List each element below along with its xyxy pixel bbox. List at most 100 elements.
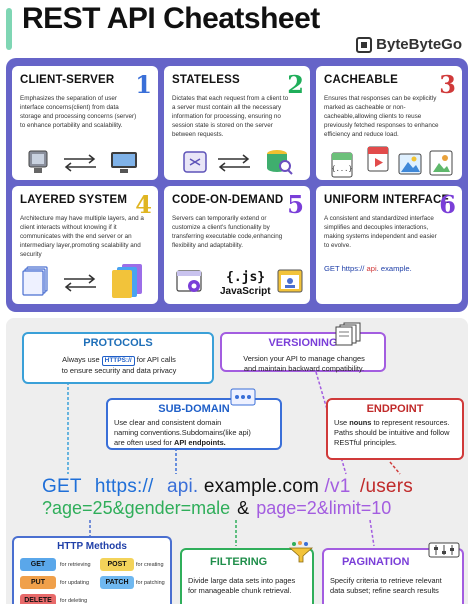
versioning-text: Version your API to manage changes and m… [228,354,380,374]
photo-icon [398,153,422,175]
card-number: 3 [439,70,456,99]
json-file-icon: {...} [331,152,353,178]
versioning-title: VERSIONING [268,337,338,349]
network-icon [230,388,256,406]
documents-icon [335,322,361,346]
card-title: CACHEABLE [324,74,398,86]
endpoint-line3: RESTful principles. [334,438,397,447]
exchange-arrows-icon [64,274,96,292]
method-get: GET [20,558,56,571]
subdomain-line3-pre: are often used for [114,438,172,447]
subdomain-title: SUB-DOMAIN [158,403,230,415]
card-text: A consistent and standardized interface … [324,215,437,249]
exchange-arrows-icon [64,154,96,172]
card-number: 5 [287,190,304,219]
url-path: /users [359,476,413,497]
card-stateless: STATELESS 2 Dictates that each request f… [164,66,310,180]
pagination-text: Specify criteria to retrieve relevant da… [330,576,462,596]
endpoint-line1-post: to represent resources. [373,418,450,427]
card-number: 6 [439,190,456,219]
card-client-server: CLIENT-SERVER 1 Emphasizes the separatio… [12,66,158,180]
card-text: Architecture may have multiple layers, a… [20,215,144,258]
endpoint-line1-bold: nouns [349,418,372,427]
endpoint-line1-pre: Use [334,418,348,427]
card-cacheable: CACHEABLE 3 Ensures that responses can b… [316,66,462,180]
card-number: 2 [287,70,304,99]
versioning-line2: and maintain backward compatibility. [243,364,365,373]
filtering-text: Divide large data sets into pages for ma… [188,576,312,596]
sliders-icon [428,542,460,558]
code-window-icon [176,270,202,292]
method-post: POST [100,558,134,571]
subdomain-line2: naming conventions.Subdomains(like api) [114,428,251,437]
card-text: Ensures that responses can be explicitly… [324,95,439,138]
card-text: Servers can temporarily extend or custom… [172,215,283,249]
layers-icon [22,266,48,296]
versioning-line1: Version your API to manage changes [243,354,365,363]
svg-text:{...}: {...} [331,165,352,173]
card-number: 1 [135,70,152,99]
title-accent-bar [6,8,12,50]
filtering-line1: Divide large data sets into pages [188,576,296,585]
desktop-icon [111,152,137,173]
uniform-example-api: api [366,264,377,273]
filtering-box: FILTERING Divide large data sets into pa… [180,548,314,604]
funnel-icon [288,541,314,563]
subdomain-box: SUB-DOMAIN Use clear and consistent doma… [106,398,282,450]
card-text: Emphasizes the separation of user interf… [20,95,137,129]
method-get-note: for retrieving [60,562,91,568]
endpoint-title: ENDPOINT [366,403,424,415]
card-title: CLIENT-SERVER [20,74,115,86]
card-layered-system: LAYERED SYSTEM 4 Architecture may have m… [12,186,158,304]
client-window-icon [277,269,303,293]
page-title: REST API Cheatsheet [22,2,320,35]
card-code-on-demand: CODE-ON-DEMAND 5 Servers can temporarily… [164,186,310,304]
url-subdomain: api. [166,476,199,497]
card-title: UNIFORM INTERFACE [324,194,450,206]
card-number: 4 [135,190,152,219]
brand-logo-icon [356,36,373,53]
example-url: GET https:// api. example.com /v1 /users [42,476,413,498]
protocols-text: Always use HTTPS:// for API calls to ens… [30,355,208,376]
protocols-line2: to ensure security and data privacy [61,366,177,375]
principles-panel: CLIENT-SERVER 1 Emphasizes the separatio… [6,58,468,312]
endpoint-text: Use nouns to represent resources. Paths … [334,418,462,448]
exchange-arrows-icon [218,154,250,172]
database-search-icon [267,150,293,175]
protocols-line1-pre: Always use [62,355,100,364]
card-title: STATELESS [172,74,240,86]
query-filter: ?age=25&gender=male [42,498,231,518]
uniform-example-suffix: . example. [376,264,412,273]
example-query: ?age=25&gender=male & page=2&limit=10 [42,498,391,519]
uniform-example: GET https:// api. example. [324,264,412,273]
pagination-title: PAGINATION [342,556,410,568]
video-file-icon [367,146,389,172]
https-badge: HTTPS:// [101,356,135,366]
protocols-line1-post: for API calls [136,355,176,364]
query-ampersand: & [237,498,250,518]
subdomain-line1: Use clear and consistent domain [114,418,222,427]
filtering-line2: for manageable chunk retrieval. [188,586,292,595]
card-uniform-interface: UNIFORM INTERFACE 6 A consistent and sta… [316,186,462,304]
server-icon [28,150,48,173]
brand: ByteByteGo [356,36,462,53]
card-text: Dictates that each request from a client… [172,95,289,138]
protocols-box: PROTOCOLS Always use HTTPS:// for API ca… [22,332,214,384]
protocols-title: PROTOCOLS [83,337,153,349]
header: REST API Cheatsheet ByteByteGo [0,0,474,62]
query-pagination: page=2&limit=10 [256,498,392,518]
brand-name: ByteByteGo [376,36,462,53]
js-badge: {.js} [226,270,266,285]
url-scheme: https:// [94,476,154,497]
endpoint-box: ENDPOINT Use nouns to represent resource… [326,398,464,460]
url-domain: example.com [203,476,320,497]
filtering-title: FILTERING [210,556,268,568]
method-post-note: for creating [136,562,164,568]
method-patch-note: for patching [136,580,165,586]
http-methods-title: HTTP Methods [57,541,127,552]
method-patch: PATCH [100,576,134,589]
endpoint-line2: Paths should be intuitive and follow [334,428,450,437]
method-put: PUT [20,576,56,589]
javascript-label: JavaScript [220,286,271,297]
